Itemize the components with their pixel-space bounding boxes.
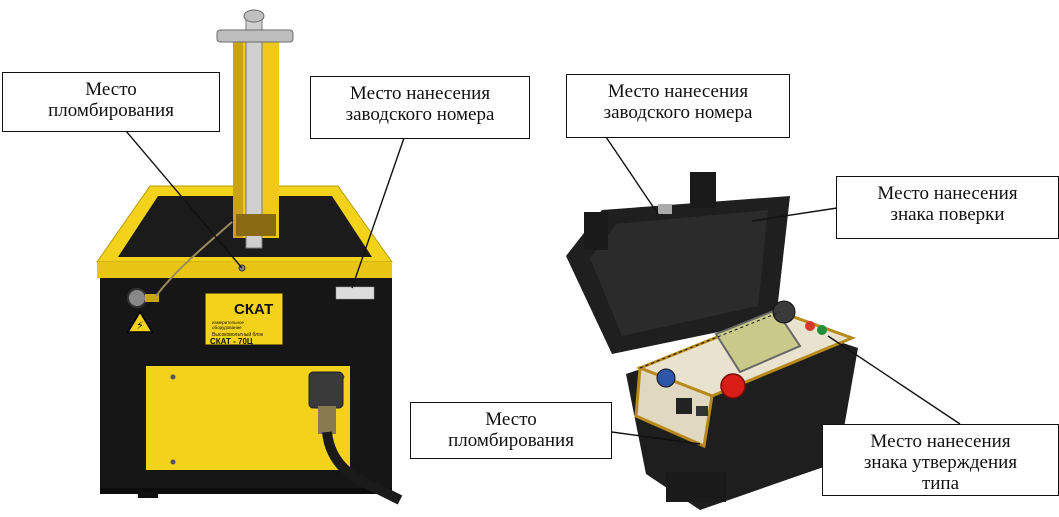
latch-right <box>690 172 716 208</box>
leader-left-serial <box>351 137 405 289</box>
rotary-knob <box>772 300 796 324</box>
callout-right-verification-line1: Место нанесения <box>877 183 1018 204</box>
callout-left-serial: Место нанесения заводского номера <box>310 76 530 139</box>
hv-electrode <box>216 29 294 43</box>
callout-right-serial-line1: Место нанесения <box>607 81 749 102</box>
callout-right-seal-line2: пломбирования <box>448 430 574 451</box>
hv-connector <box>308 371 344 409</box>
callout-right-verification: Место нанесения знака поверки <box>836 176 1059 239</box>
latch-left <box>584 212 608 250</box>
hv-rod <box>245 17 263 249</box>
svg-text:⚡: ⚡ <box>136 319 144 332</box>
leader-right-type <box>827 335 961 425</box>
block-name-line2: СКАТ - 70Ц <box>210 337 253 346</box>
callout-right-type-line1: Место нанесения <box>870 431 1011 452</box>
case-lid-inner <box>590 210 768 336</box>
callout-right-seal-line1: Место <box>485 409 537 430</box>
control-unit <box>566 172 858 510</box>
hv-cable <box>322 431 403 505</box>
callout-right-serial: Место нанесения заводского номера <box>566 74 790 138</box>
key-switch <box>127 288 147 308</box>
callout-right-verification-line2: знака поверки <box>890 204 1005 225</box>
indicator-red <box>805 321 815 331</box>
leader-lines <box>125 130 961 445</box>
leader-left-seal <box>125 130 243 269</box>
callout-left-seal-line2: пломбирования <box>48 100 174 121</box>
callout-right-serial-line2: заводского номера <box>603 102 753 123</box>
callout-right-type-approval: Место нанесения знака утверждения типа <box>822 424 1059 496</box>
warning-sign <box>126 310 154 333</box>
skat-logo-sub2: оборудование <box>212 325 242 330</box>
emergency-stop-button <box>720 373 746 399</box>
callout-left-seal-line1: Место <box>85 79 137 100</box>
callout-right-type-line3: типа <box>921 473 960 494</box>
control-panel-front <box>634 365 714 449</box>
skat-logo-plate: СКАТ измерительное оборудование Высоково… <box>204 292 284 346</box>
hv-block: ⚡ <box>96 9 403 505</box>
callout-right-type-line2: знака утверждения <box>863 452 1018 473</box>
display-screen <box>714 308 802 374</box>
callout-left-serial-line1: Место нанесения <box>349 83 491 104</box>
callout-left-seal: Место пломбирования <box>2 72 220 132</box>
leader-right-seal <box>611 431 701 445</box>
leader-right-serial <box>605 136 659 215</box>
skat-logo-text: СКАТ <box>234 301 273 318</box>
block-name-line1: Высоковольтный блок <box>212 331 264 338</box>
callout-left-serial-line2: заводского номера <box>345 104 495 125</box>
serial-plate <box>335 286 375 300</box>
socket <box>676 398 692 414</box>
skat-logo-sub1: измерительное <box>212 320 245 325</box>
key <box>145 294 159 302</box>
blue-knob <box>656 368 676 388</box>
leader-right-verification <box>751 207 838 222</box>
indicator-green <box>817 325 827 335</box>
callout-right-seal: Место пломбирования <box>410 402 612 459</box>
